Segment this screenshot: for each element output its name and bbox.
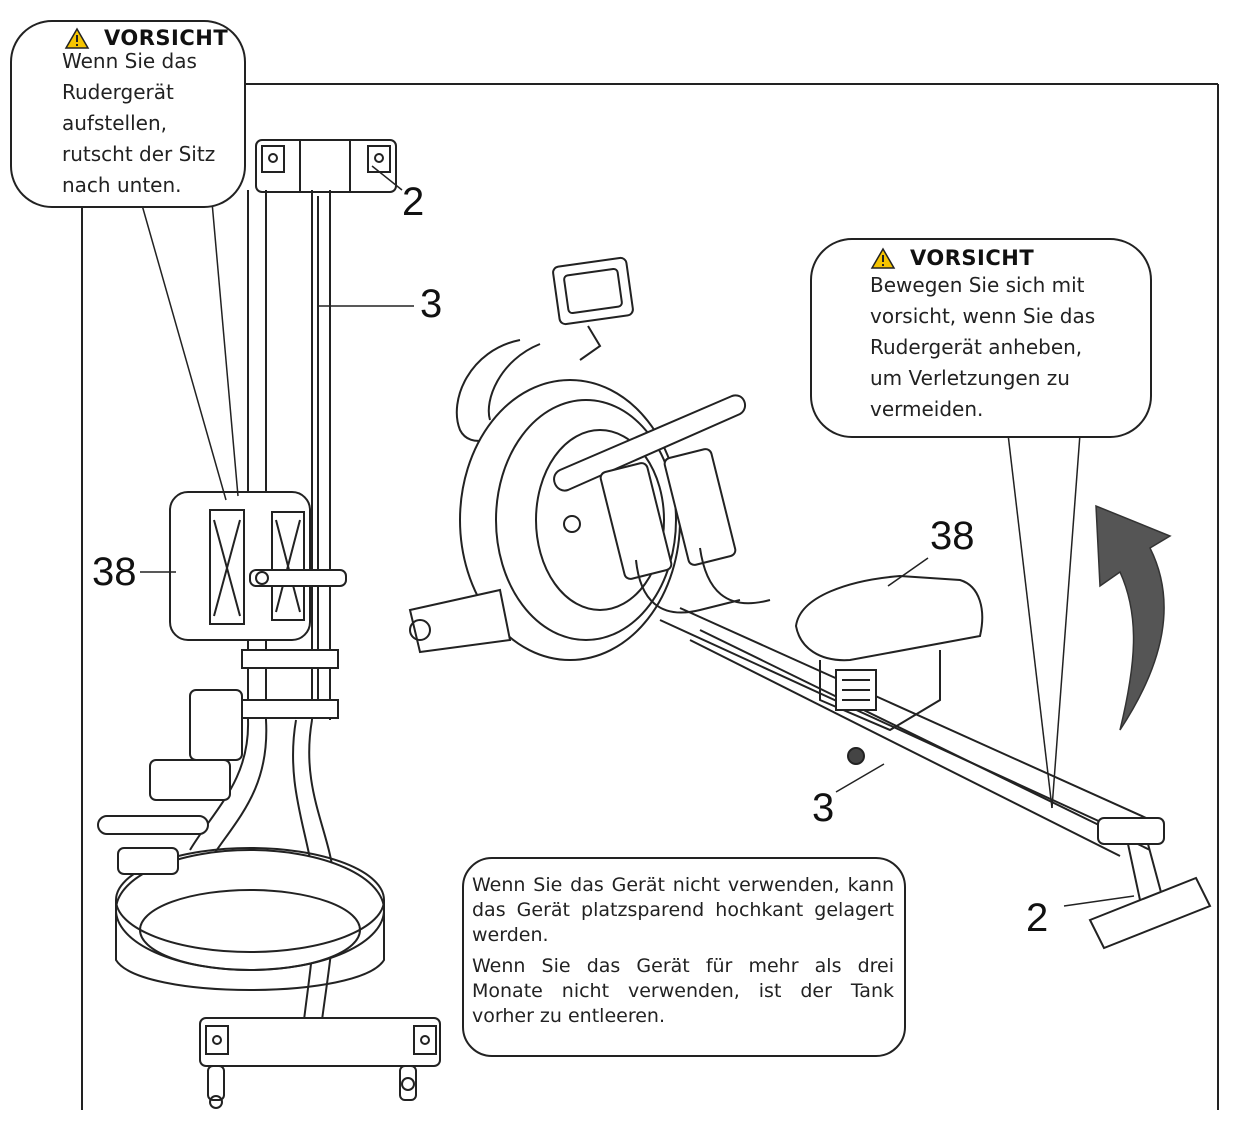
caution-heading-left: VORSICHT xyxy=(64,26,232,50)
storage-info-paragraph: Wenn Sie das Gerät nicht verwenden, kann… xyxy=(472,874,894,946)
part-label-upright-rail: 3 xyxy=(420,282,443,326)
storage-info-box: Wenn Sie das Gerät nicht verwenden, kann… xyxy=(462,857,906,1057)
caution-callout-right: VORSICHT Bewegen Sie sich mit vorsicht, … xyxy=(810,238,1152,438)
part-label-upright-seat: 38 xyxy=(92,550,137,594)
caution-heading-right: VORSICHT xyxy=(870,246,1136,270)
upright-rower xyxy=(97,139,441,1109)
part-label-flat-foot: 2 xyxy=(1026,896,1049,940)
tank-drain-paragraph: Wenn Sie das Gerät für mehr als drei Mon… xyxy=(472,955,894,1027)
leader-lines xyxy=(139,165,1135,907)
part-label-flat-seat: 38 xyxy=(930,514,975,558)
curved-arrow-icon xyxy=(1095,504,1172,731)
page-frame xyxy=(81,83,1219,1110)
caution-text-left: Wenn Sie das Rudergerät aufstellen, ruts… xyxy=(62,49,216,197)
flat-rower xyxy=(408,256,1212,950)
warning-triangle-icon xyxy=(870,247,896,269)
warning-triangle-icon xyxy=(64,27,90,49)
part-label-upright-top: 2 xyxy=(402,180,425,224)
caution-text-right: Bewegen Sie sich mit vorsicht, wenn Sie … xyxy=(870,273,1096,421)
part-label-flat-rail: 3 xyxy=(812,786,835,830)
caution-callout-left: VORSICHT Wenn Sie das Rudergerät aufstel… xyxy=(10,20,246,208)
